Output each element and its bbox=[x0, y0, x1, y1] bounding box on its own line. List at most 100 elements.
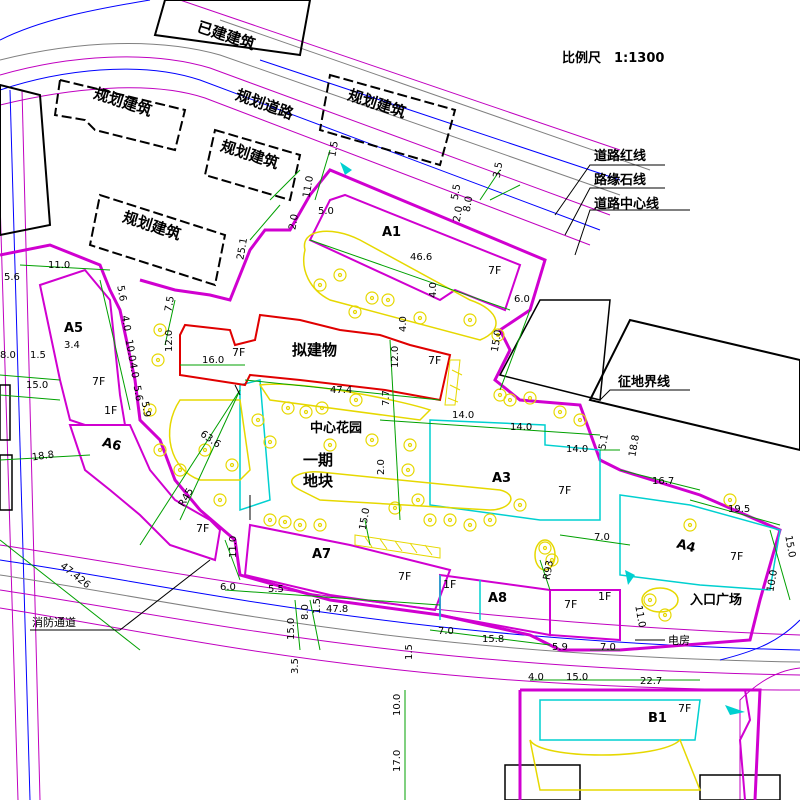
tree-center-icon bbox=[255, 417, 261, 423]
tree-icon bbox=[411, 493, 425, 507]
legend-land-boundary: 征地界线 bbox=[618, 374, 670, 390]
tree-center-icon bbox=[319, 405, 325, 411]
tree-center-icon bbox=[202, 447, 208, 453]
tree-icon bbox=[313, 278, 327, 292]
building-a4-shape bbox=[619, 494, 781, 591]
tree-center-icon bbox=[303, 409, 309, 415]
tree-icon bbox=[153, 443, 167, 457]
dimension-label: 8.0 bbox=[0, 350, 16, 361]
tree-icon bbox=[143, 403, 157, 417]
tree-center-icon bbox=[267, 439, 273, 445]
floor-tag: 7F bbox=[92, 375, 105, 388]
tree-icon bbox=[323, 438, 337, 452]
tree-icon bbox=[723, 493, 737, 507]
dimension-label: 5.5 bbox=[450, 183, 464, 201]
dimension-label: 4.0 bbox=[428, 282, 439, 298]
dimension-label: 4.0 bbox=[398, 316, 409, 332]
tree-icon bbox=[333, 268, 347, 282]
planned-building-label-3: 规划建筑 bbox=[218, 137, 281, 173]
tree-center-icon bbox=[385, 297, 391, 303]
tree-center-icon bbox=[369, 295, 375, 301]
tree-icon bbox=[493, 388, 507, 402]
dimension-label: 7.7 bbox=[381, 390, 392, 406]
tree-icon bbox=[278, 515, 292, 529]
tree-icon bbox=[293, 518, 307, 532]
tree-center-icon bbox=[417, 315, 423, 321]
tree-icon bbox=[491, 328, 505, 342]
tree-center-icon bbox=[147, 407, 153, 413]
tree-icon bbox=[573, 413, 587, 427]
tree-center-icon bbox=[687, 522, 693, 528]
tree-center-icon bbox=[467, 522, 473, 528]
dimension-label: 1.5 bbox=[404, 644, 415, 660]
tree-icon bbox=[299, 405, 313, 419]
tree-icon bbox=[225, 458, 239, 472]
dimension-label: 14.0 bbox=[510, 422, 532, 433]
dimension-label: R45 bbox=[177, 486, 196, 509]
dimension-label: 5.5 bbox=[268, 584, 284, 595]
dimension-label: 10.0 bbox=[392, 694, 403, 716]
dimension-label: 6.0 bbox=[514, 294, 530, 305]
dimension-label: 1.5 bbox=[327, 140, 341, 158]
block-a7: A7 bbox=[312, 547, 331, 562]
floor-tag: 7F bbox=[678, 702, 691, 715]
dimension-label: 14.0 bbox=[452, 410, 474, 421]
dimension-label: 12.0 bbox=[390, 346, 401, 368]
tree-icon bbox=[348, 305, 362, 319]
tree-center-icon bbox=[647, 597, 653, 603]
building-footprints bbox=[38, 193, 621, 642]
building-a6-shape bbox=[68, 424, 222, 562]
tree-center-icon bbox=[352, 309, 358, 315]
floor-tag: 7F bbox=[558, 484, 571, 497]
tree-center-icon bbox=[427, 517, 433, 523]
entrance-plaza-label: 入口广场 bbox=[690, 592, 742, 608]
tree-center-icon bbox=[217, 497, 223, 503]
dimension-label: 1.5 bbox=[30, 350, 46, 361]
tree-center-icon bbox=[337, 272, 343, 278]
dimension-label: 2.0 bbox=[376, 459, 387, 475]
dimension-label: 15.0 bbox=[490, 329, 505, 353]
tree-center-icon bbox=[415, 497, 421, 503]
dimension-label: 5.1 bbox=[597, 433, 611, 451]
arrow-icon bbox=[625, 570, 635, 585]
dimension-label: 11.0 bbox=[48, 260, 70, 271]
block-a4: A4 bbox=[675, 537, 697, 556]
substation-label: 电房 bbox=[668, 634, 690, 647]
dimension-label: 10.0 bbox=[123, 339, 138, 363]
dimension-label: 7.5 bbox=[163, 295, 177, 313]
tree-center-icon bbox=[155, 357, 161, 363]
dimension-label: 19.5 bbox=[728, 504, 750, 515]
tree-center-icon bbox=[495, 332, 501, 338]
fire-lane-label: 消防通道 bbox=[32, 615, 76, 629]
tree-center-icon bbox=[497, 392, 503, 398]
proposed-building-label: 拟建物 bbox=[292, 341, 337, 359]
dimension-label: 11.0 bbox=[632, 605, 647, 629]
tree-center-icon bbox=[157, 447, 163, 453]
dimension-label: 5.6 bbox=[4, 272, 20, 283]
building-a3-shape bbox=[429, 419, 601, 521]
dimension-label: 15.0 bbox=[286, 618, 297, 640]
trees bbox=[143, 268, 737, 622]
floor-tag: 7F bbox=[428, 354, 441, 367]
floor-tag: 7F bbox=[196, 522, 209, 535]
dimension-label: 16.0 bbox=[202, 355, 224, 366]
dimension-label: 4.0 bbox=[119, 315, 133, 333]
tree-center-icon bbox=[517, 502, 523, 508]
block-a6: A6 bbox=[100, 435, 122, 454]
tree-center-icon bbox=[157, 327, 163, 333]
dimension-label: 47.4 bbox=[330, 385, 352, 396]
tree-center-icon bbox=[467, 317, 473, 323]
phase1-label-line1: 一期 bbox=[303, 451, 333, 469]
tree-icon bbox=[315, 401, 329, 415]
tree-center-icon bbox=[327, 442, 333, 448]
dimension-label: 15.0 bbox=[566, 672, 588, 683]
planned-road-label: 规划道路 bbox=[233, 86, 296, 124]
tree-icon bbox=[643, 593, 657, 607]
dimension-label: 5.9 bbox=[552, 642, 568, 653]
dimension-label: 15.8 bbox=[482, 634, 504, 645]
tree-center-icon bbox=[369, 437, 375, 443]
dimension-label: 1.5 bbox=[312, 598, 323, 614]
tree-center-icon bbox=[285, 405, 291, 411]
tree-center-icon bbox=[407, 442, 413, 448]
